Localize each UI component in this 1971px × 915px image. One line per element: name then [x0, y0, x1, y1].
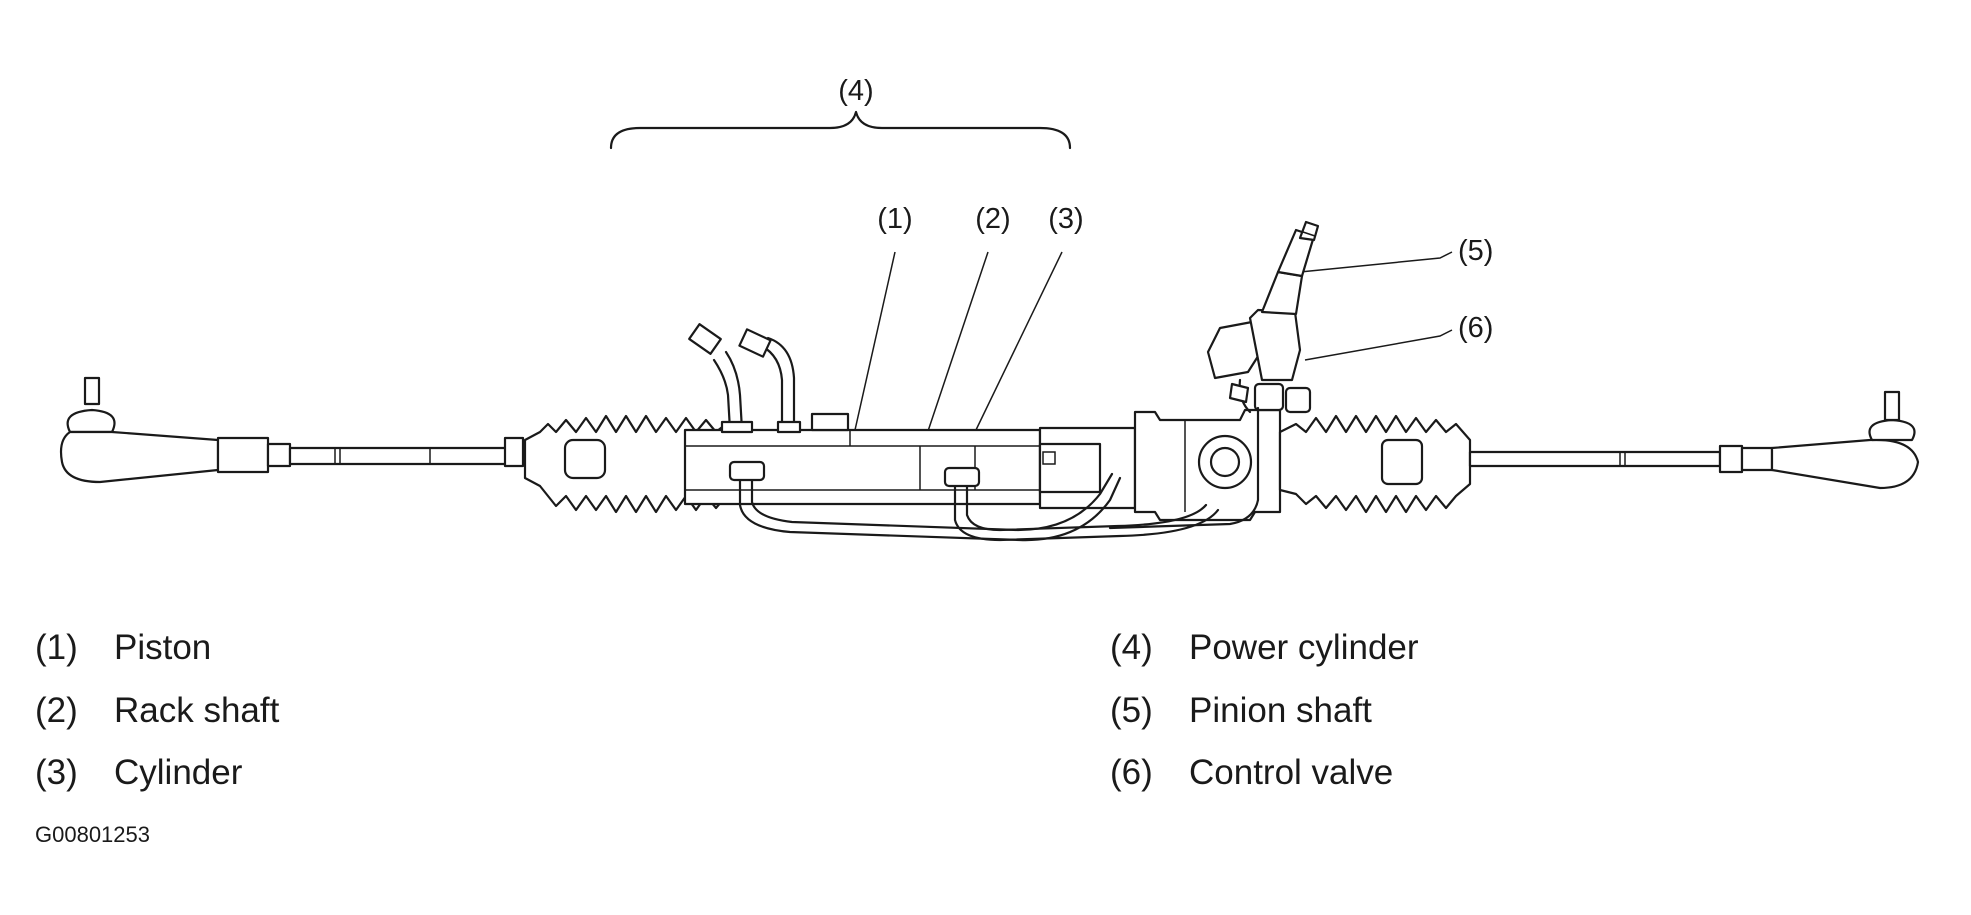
- legend-number: (1): [35, 628, 78, 667]
- control-valve: [1206, 308, 1312, 414]
- legend-number: (3): [35, 753, 78, 792]
- legend-item-2: (2) Rack shaft: [35, 691, 535, 731]
- leader-lines: [854, 251, 1453, 456]
- callout-6: (6): [1458, 312, 1493, 344]
- callout-3: (3): [1048, 203, 1083, 235]
- figure-code: G00801253: [35, 822, 150, 847]
- legend-label: Cylinder: [114, 753, 243, 792]
- legend-item-4: (4) Power cylinder: [1110, 628, 1610, 668]
- legend-item-6: (6) Control valve: [1110, 753, 1610, 793]
- fluid-pipe-fittings: [688, 323, 850, 434]
- legend-item-5: (5) Pinion shaft: [1110, 691, 1610, 731]
- legend-number: (6): [1110, 753, 1153, 792]
- callout-5: (5): [1458, 235, 1493, 267]
- callout-2: (2): [975, 203, 1010, 235]
- left-boot-clamp: [563, 438, 607, 480]
- callout-4: (4): [838, 75, 873, 107]
- legend-number: (5): [1110, 691, 1153, 730]
- cylinder-end-housing: [1038, 426, 1137, 510]
- valve-housing: [1133, 408, 1282, 522]
- legend-label: Control valve: [1189, 753, 1394, 792]
- right-boot-clamp: [1380, 438, 1424, 486]
- legend-number: (2): [35, 691, 78, 730]
- left-tie-rod-end: [59, 376, 292, 484]
- legend-label: Pinion shaft: [1189, 691, 1372, 730]
- legend-label: Power cylinder: [1189, 628, 1419, 667]
- legend-item-3: (3) Cylinder: [35, 753, 535, 793]
- legend-item-1: (1) Piston: [35, 628, 535, 668]
- right-tie-rod: [1468, 444, 1744, 474]
- left-tie-rod: [288, 436, 527, 468]
- power-cylinder-bracket: [609, 110, 1072, 150]
- return-pipes: [728, 406, 1260, 542]
- legend-label: Piston: [114, 628, 212, 667]
- right-tie-rod-end: [1740, 390, 1920, 490]
- right-boot: [1278, 414, 1472, 514]
- legend-label: Rack shaft: [114, 691, 280, 730]
- pinion-shaft: [1260, 220, 1320, 316]
- callout-1: (1): [877, 203, 912, 235]
- legend-number: (4): [1110, 628, 1153, 667]
